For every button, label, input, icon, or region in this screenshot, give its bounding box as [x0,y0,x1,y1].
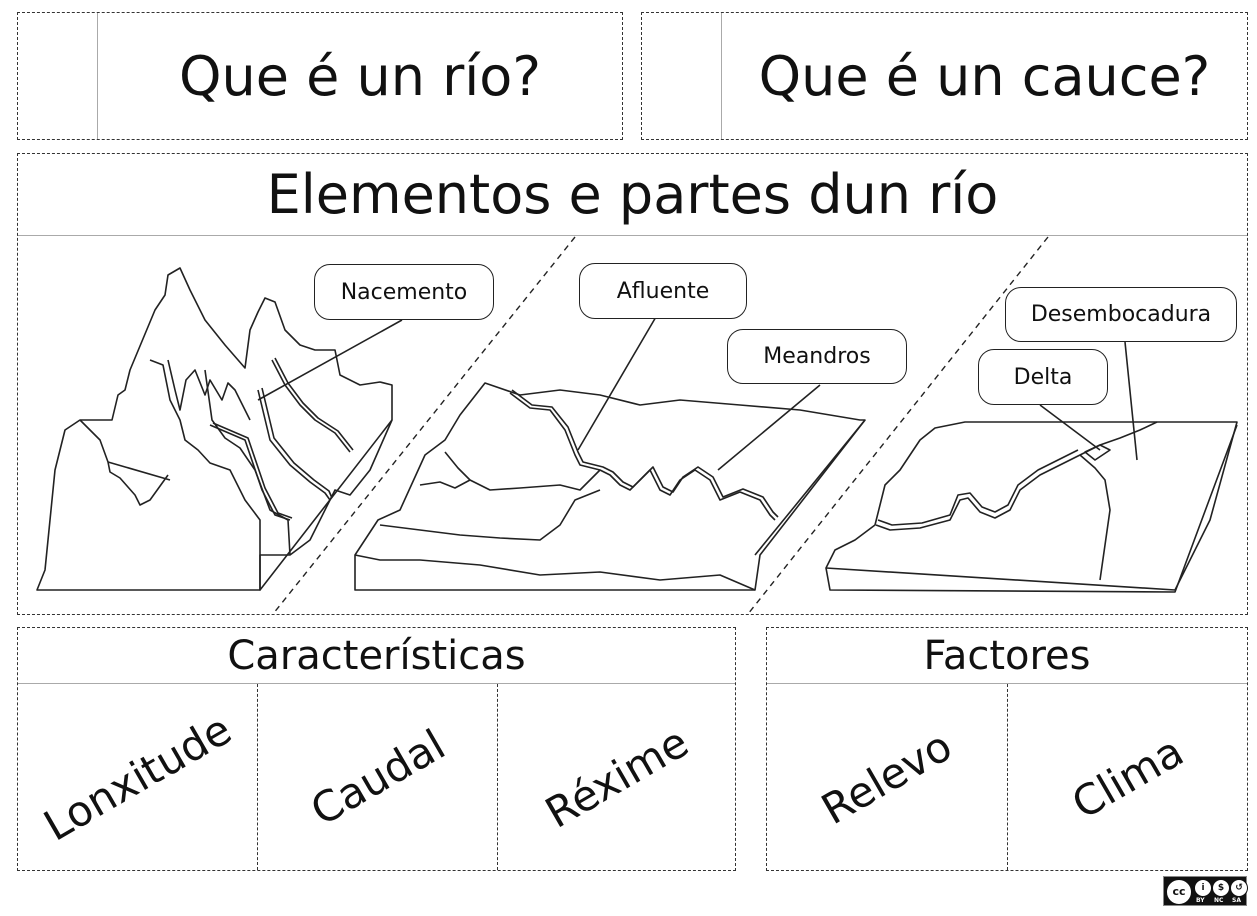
cell-divider [497,684,498,870]
factors-section: Factores Relevo Clima [766,627,1248,871]
label-desembocadura: Desembocadura [1005,287,1237,342]
title-divider [18,235,1247,236]
characteristics-title: Características [227,632,526,679]
characteristics-section: Características Lonxitude Caudal Réxime [17,627,736,871]
characteristic-flow: Caudal [302,719,453,835]
nc-icon: $ [1212,879,1230,897]
cc-by-nc-sa-icon: cc i $ ↺ BY NC SA [1163,876,1248,906]
factor-climate: Clima [1063,725,1192,829]
factor-relief: Relevo [813,720,961,834]
sa-icon: ↺ [1230,879,1248,897]
by-label: BY [1196,897,1205,904]
cell-divider [257,684,258,870]
sa-label: SA [1232,897,1241,904]
question-box-channel: Que é un cauce? [641,12,1248,140]
label-afluente: Afluente [579,263,747,319]
factor-card-climate: Clima [1008,684,1247,870]
by-icon: i [1194,879,1212,897]
characteristic-card-regime: Réxime [498,684,735,870]
label-meandros: Meandros [727,329,907,384]
question-box-river: Que é un río? [17,12,623,140]
panel-separator [272,236,576,615]
question-what-is-river: Que é un río? [178,44,542,108]
characteristic-card-length: Lonxitude [18,684,257,870]
factor-card-relief: Relevo [767,684,1007,870]
nc-label: NC [1214,897,1224,904]
characteristic-card-flow: Caudal [258,684,497,870]
box-divider [721,13,722,139]
coast-drawing [825,341,1238,593]
label-delta: Delta [978,349,1108,405]
panel-separator [747,236,1049,615]
characteristic-length: Lonxitude [35,704,240,850]
cell-divider [1007,684,1008,870]
label-nacemento: Nacemento [314,264,494,320]
elements-title: Elementos e partes dun río [266,162,999,226]
plain-drawing [354,309,866,591]
cc-icon: cc [1166,879,1192,905]
characteristic-regime: Réxime [536,716,697,838]
title-divider [767,683,1247,684]
title-divider [18,683,735,684]
question-what-is-channel: Que é un cauce? [758,44,1211,108]
factors-title: Factores [923,632,1091,679]
mountain-drawing [36,267,403,591]
box-divider [97,13,98,139]
